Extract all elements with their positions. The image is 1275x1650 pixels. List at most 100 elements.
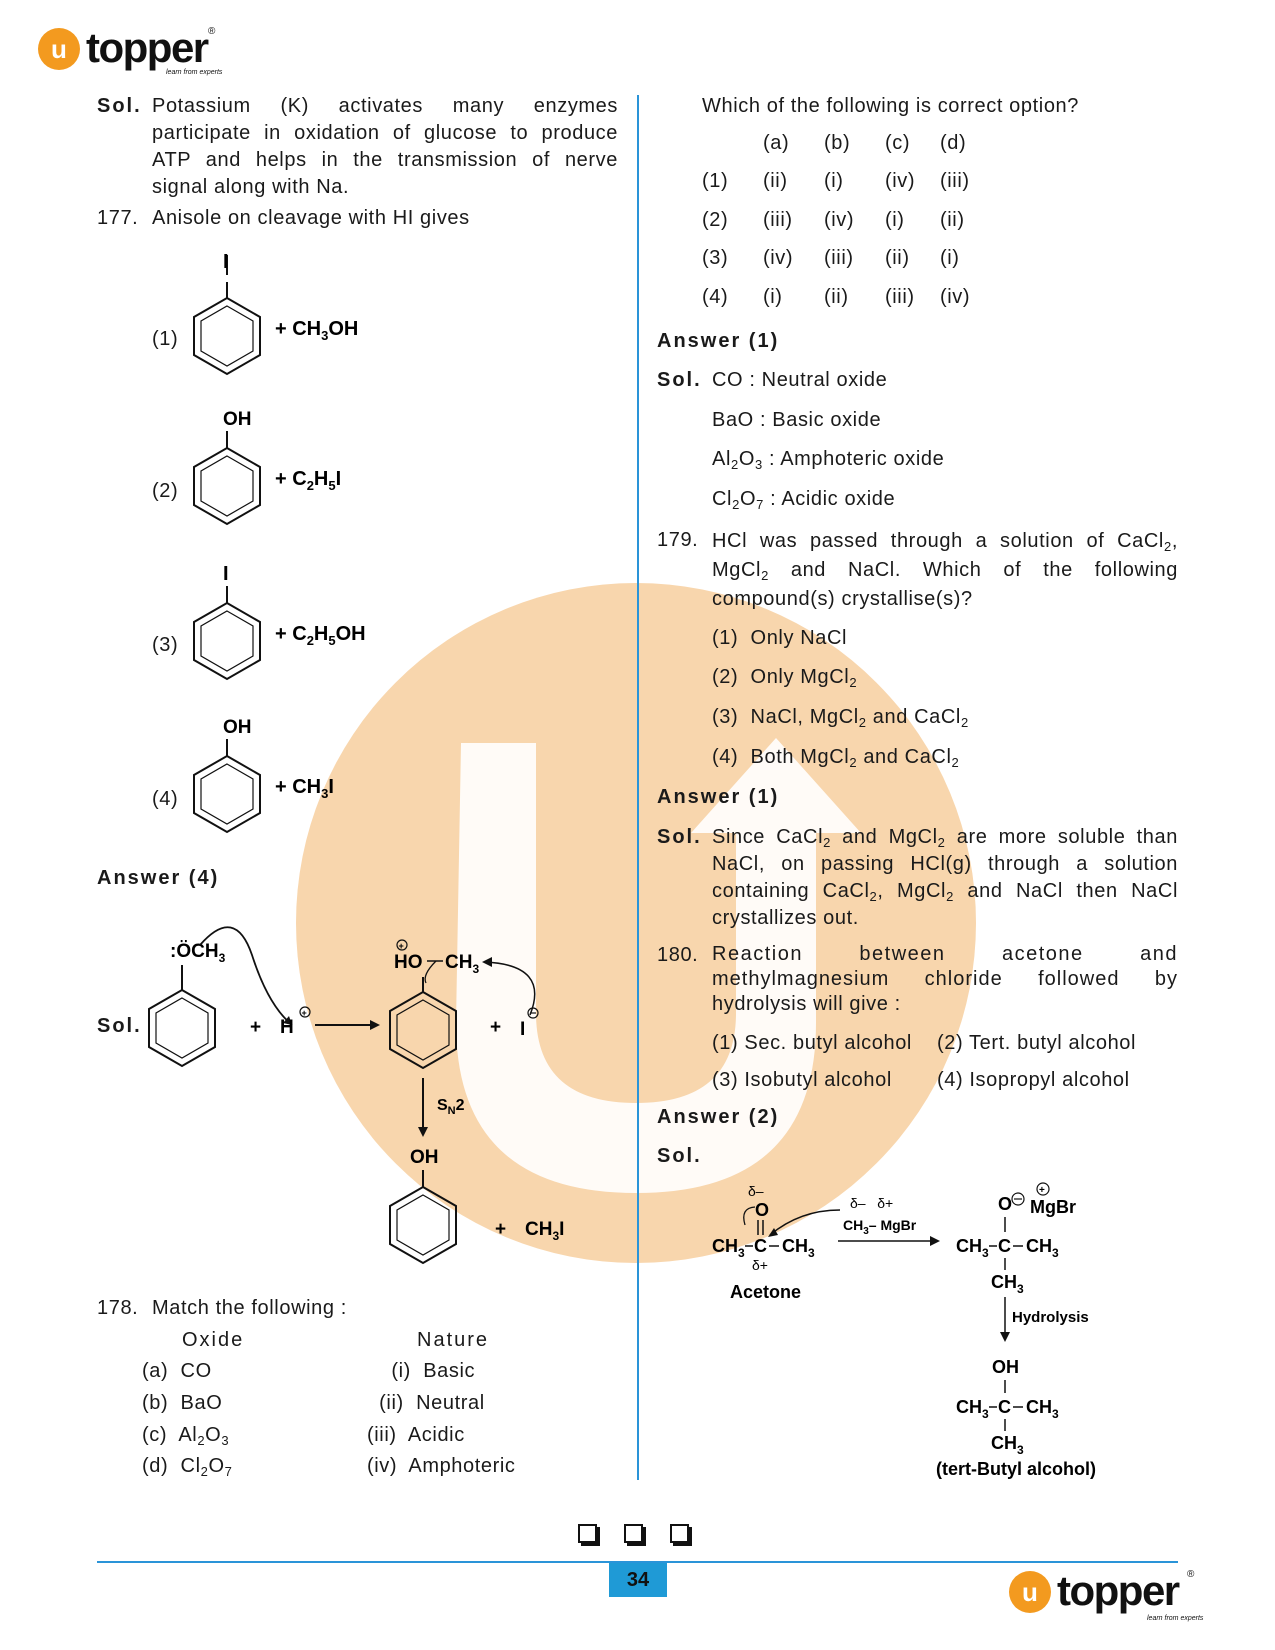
svg-text:OH: OH <box>410 1147 439 1168</box>
svg-text:topper: topper <box>1057 1567 1180 1614</box>
anisole-cleavage-mechanism: :ÖCH3 + H + + HO CH3 + I SN2 OH + CH3I <box>148 926 564 1265</box>
sol-178-label: Sol. <box>657 369 702 391</box>
answer-177: Answer (4) <box>97 867 220 889</box>
sol-180-label: Sol. <box>657 1145 702 1167</box>
decor-square-1 <box>578 1524 597 1543</box>
svg-text:I: I <box>520 1019 525 1040</box>
svg-text:+: + <box>490 1017 501 1038</box>
svg-text:+: + <box>1039 1185 1045 1196</box>
svg-text:I: I <box>223 563 229 585</box>
sol-176-text: Potassium (K) activates many enzymes par… <box>152 95 618 198</box>
svg-text:+: + <box>302 1008 307 1018</box>
sol-179-text: Since CaCl2 and MgCl2 are more soluble t… <box>712 826 1178 929</box>
column-divider <box>637 95 639 1480</box>
svg-text:δ– δ+: δ– δ+ <box>850 1195 893 1211</box>
svg-text:u: u <box>51 34 67 64</box>
nature-i: (i) Basic <box>379 1360 476 1382</box>
q179-option-4: (4) Both MgCl2 and CaCl2 <box>712 746 960 770</box>
oxide-d: (d) Cl2O7 <box>142 1455 233 1479</box>
sol-177-label: Sol. <box>97 1015 142 1037</box>
svg-text:δ–: δ– <box>748 1183 764 1199</box>
svg-text:CH3: CH3 <box>956 1397 989 1421</box>
svg-text:CH3: CH3 <box>956 1236 989 1260</box>
svg-text:CH3I: CH3I <box>525 1219 564 1243</box>
q180-option-1: (1) Sec. butyl alcohol <box>712 1032 912 1054</box>
table-row: (1)(ii)(i)(iv)(iii) <box>702 170 970 193</box>
q180-option-2: (2) Tert. butyl alcohol <box>937 1032 1137 1054</box>
table-row: (4)(i)(ii)(iii)(iv) <box>702 285 971 308</box>
topper-logo-footer: u topper ® learn from experts <box>1009 1567 1204 1622</box>
svg-text:CH3: CH3 <box>1026 1236 1059 1260</box>
col-b: (b) <box>824 131 851 154</box>
q180-line-2: methylmagnesium chloride followed by <box>712 968 1178 990</box>
decor-square-2 <box>624 1524 643 1543</box>
svg-text:δ+: δ+ <box>752 1257 768 1273</box>
svg-text:Acetone: Acetone <box>730 1282 801 1302</box>
svg-text:C: C <box>998 1397 1011 1417</box>
svg-text:C: C <box>754 1236 767 1256</box>
q177-option-2-number: (2) <box>152 480 179 502</box>
svg-text:CH3: CH3 <box>991 1272 1024 1296</box>
q180-option-3: (3) Isobutyl alcohol <box>712 1069 892 1091</box>
col-d: (d) <box>940 131 967 154</box>
option-2-phenol-structure: OH + C2H5I <box>193 409 341 526</box>
answer-179: Answer (1) <box>657 786 780 808</box>
topper-logo-header: u topper ® learn from experts <box>38 24 223 76</box>
answer-180: Answer (2) <box>657 1106 780 1128</box>
q179-option-2: (2) Only MgCl2 <box>712 666 858 690</box>
q178-options-table: (a) (b) (c) (d) (1)(ii)(i)(iv)(iii) (2)(… <box>702 124 970 317</box>
svg-text:learn from experts: learn from experts <box>166 69 223 76</box>
svg-text:HO: HO <box>394 952 423 973</box>
q179-text: HCl was passed through a solution of CaC… <box>712 530 1178 610</box>
svg-text:OH: OH <box>223 717 252 738</box>
sol-176-label: Sol. <box>97 95 142 117</box>
svg-text:OH: OH <box>992 1357 1019 1377</box>
q177-option-1-number: (1) <box>152 328 179 350</box>
oxide-a: (a) CO <box>142 1360 212 1382</box>
svg-text:O: O <box>755 1200 769 1220</box>
sol-178-line-2: BaO : Basic oxide <box>712 409 882 431</box>
svg-text:OH: OH <box>223 409 252 430</box>
q179-option-3: (3) NaCl, MgCl2 and CaCl2 <box>712 706 969 730</box>
svg-text:+ C2H5I: + C2H5I <box>275 468 341 493</box>
svg-text:(tert-Butyl alcohol): (tert-Butyl alcohol) <box>936 1459 1096 1479</box>
option-3-iodobenzene-structure: I + C2H5OH <box>193 563 366 681</box>
footer-line <box>97 1561 1178 1563</box>
svg-text:CH3: CH3 <box>1026 1397 1059 1421</box>
svg-text:®: ® <box>208 26 216 37</box>
q178-number: 178. <box>97 1297 139 1319</box>
svg-text:CH3: CH3 <box>712 1236 745 1260</box>
svg-text:+ CH3OH: + CH3OH <box>275 318 358 343</box>
nature-ii: (ii) Neutral <box>373 1392 485 1414</box>
sol-179-label: Sol. <box>657 826 702 848</box>
svg-text:+: + <box>495 1219 506 1240</box>
q180-option-4: (4) Isopropyl alcohol <box>937 1069 1130 1091</box>
q180-number: 180. <box>657 944 699 966</box>
svg-text:SN2: SN2 <box>437 1097 465 1117</box>
col-a: (a) <box>763 131 790 154</box>
q179-number: 179. <box>657 529 699 551</box>
nature-header: Nature <box>417 1329 490 1351</box>
q178-question: Which of the following is correct option… <box>702 95 1079 117</box>
svg-text:CH3– MgBr: CH3– MgBr <box>843 1217 917 1237</box>
svg-text:®: ® <box>1187 1569 1195 1580</box>
q178-text: Match the following : <box>152 1297 347 1319</box>
nature-iii: (iii) Acidic <box>367 1424 465 1446</box>
page-number: 34 <box>609 1563 667 1597</box>
q177-option-3-number: (3) <box>152 634 179 656</box>
option-1-iodine-label: I <box>223 251 229 273</box>
svg-text:CH3: CH3 <box>782 1236 815 1260</box>
table-row: (3)(iv)(iii)(ii)(i) <box>702 247 960 270</box>
svg-text:learn from experts: learn from experts <box>1147 1615 1204 1622</box>
q180-line-1: Reaction between acetone and <box>712 943 1178 965</box>
svg-text:+ C2H5OH: + C2H5OH <box>275 623 366 648</box>
svg-text:MgBr: MgBr <box>1030 1197 1076 1217</box>
nature-iv: (iv) Amphoteric <box>367 1455 516 1477</box>
option-4-phenol-structure: OH + CH3I <box>193 717 334 834</box>
svg-text:+ CH3I: + CH3I <box>275 776 334 801</box>
svg-text:Hydrolysis: Hydrolysis <box>1012 1309 1089 1326</box>
q177-option-4-number: (4) <box>152 788 179 810</box>
oxide-b: (b) BaO <box>142 1392 223 1414</box>
col-c: (c) <box>885 131 911 154</box>
oxide-header: Oxide <box>182 1329 245 1351</box>
